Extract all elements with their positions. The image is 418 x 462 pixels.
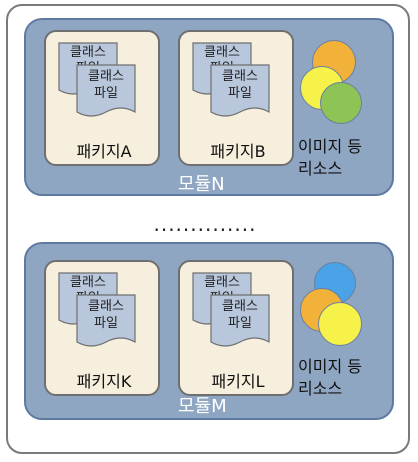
class-file-doc-front: 클래스 파일 (210, 294, 270, 350)
resource-circle-green (320, 82, 362, 124)
document-icon (76, 294, 136, 347)
module-n: 클래스 파일 클래스 파일 패키지A 클래스 파일 클래스 파일 패키지 (24, 18, 394, 196)
resource-label-line-2: 리소스 (298, 159, 343, 178)
doc-line-2: 파일 (94, 316, 118, 331)
separator-dots: .............. (153, 212, 257, 236)
module-label: 모듈M (178, 396, 227, 417)
doc-line-1: 클래스 (88, 299, 124, 314)
package-k: 클래스 파일 클래스 파일 패키지K (44, 260, 160, 396)
doc-line-1: 클래스 (70, 275, 106, 290)
resource-label: 이미지 등 리소스 (298, 356, 362, 400)
doc-line-1: 클래스 (222, 69, 258, 84)
doc-line-2: 파일 (94, 86, 118, 101)
class-file-doc-front: 클래스 파일 (210, 64, 270, 120)
class-file-doc-front: 클래스 파일 (76, 64, 136, 120)
doc-line-1: 클래스 (222, 299, 258, 314)
doc-line-1: 클래스 (70, 45, 106, 60)
resource-label-line-1: 이미지 등 (298, 137, 362, 156)
package-label: 패키지B (210, 142, 266, 161)
module-label: 모듈N (178, 174, 225, 195)
package-l: 클래스 파일 클래스 파일 패키지L (178, 260, 294, 396)
doc-line-1: 클래스 (204, 275, 240, 290)
module-m: 클래스 파일 클래스 파일 패키지K 클래스 파일 클래스 파일 패키지 (24, 242, 394, 420)
doc-line-1: 클래스 (88, 69, 124, 84)
doc-line-2: 파일 (228, 316, 252, 331)
document-icon (76, 64, 136, 117)
class-file-doc-front: 클래스 파일 (76, 294, 136, 350)
resource-circle-yellow (318, 302, 362, 346)
doc-line-2: 파일 (228, 86, 252, 101)
package-label: 패키지A (76, 142, 132, 161)
package-b: 클래스 파일 클래스 파일 패키지B (178, 30, 294, 166)
resource-label-line-2: 리소스 (298, 379, 343, 398)
resource-label-line-1: 이미지 등 (298, 357, 362, 376)
resource-label: 이미지 등 리소스 (298, 136, 362, 180)
package-a: 클래스 파일 클래스 파일 패키지A (44, 30, 160, 166)
doc-line-1: 클래스 (204, 45, 240, 60)
package-label: 패키지K (76, 372, 132, 391)
document-icon (210, 64, 270, 117)
document-icon (210, 294, 270, 347)
package-label: 패키지L (211, 372, 265, 391)
